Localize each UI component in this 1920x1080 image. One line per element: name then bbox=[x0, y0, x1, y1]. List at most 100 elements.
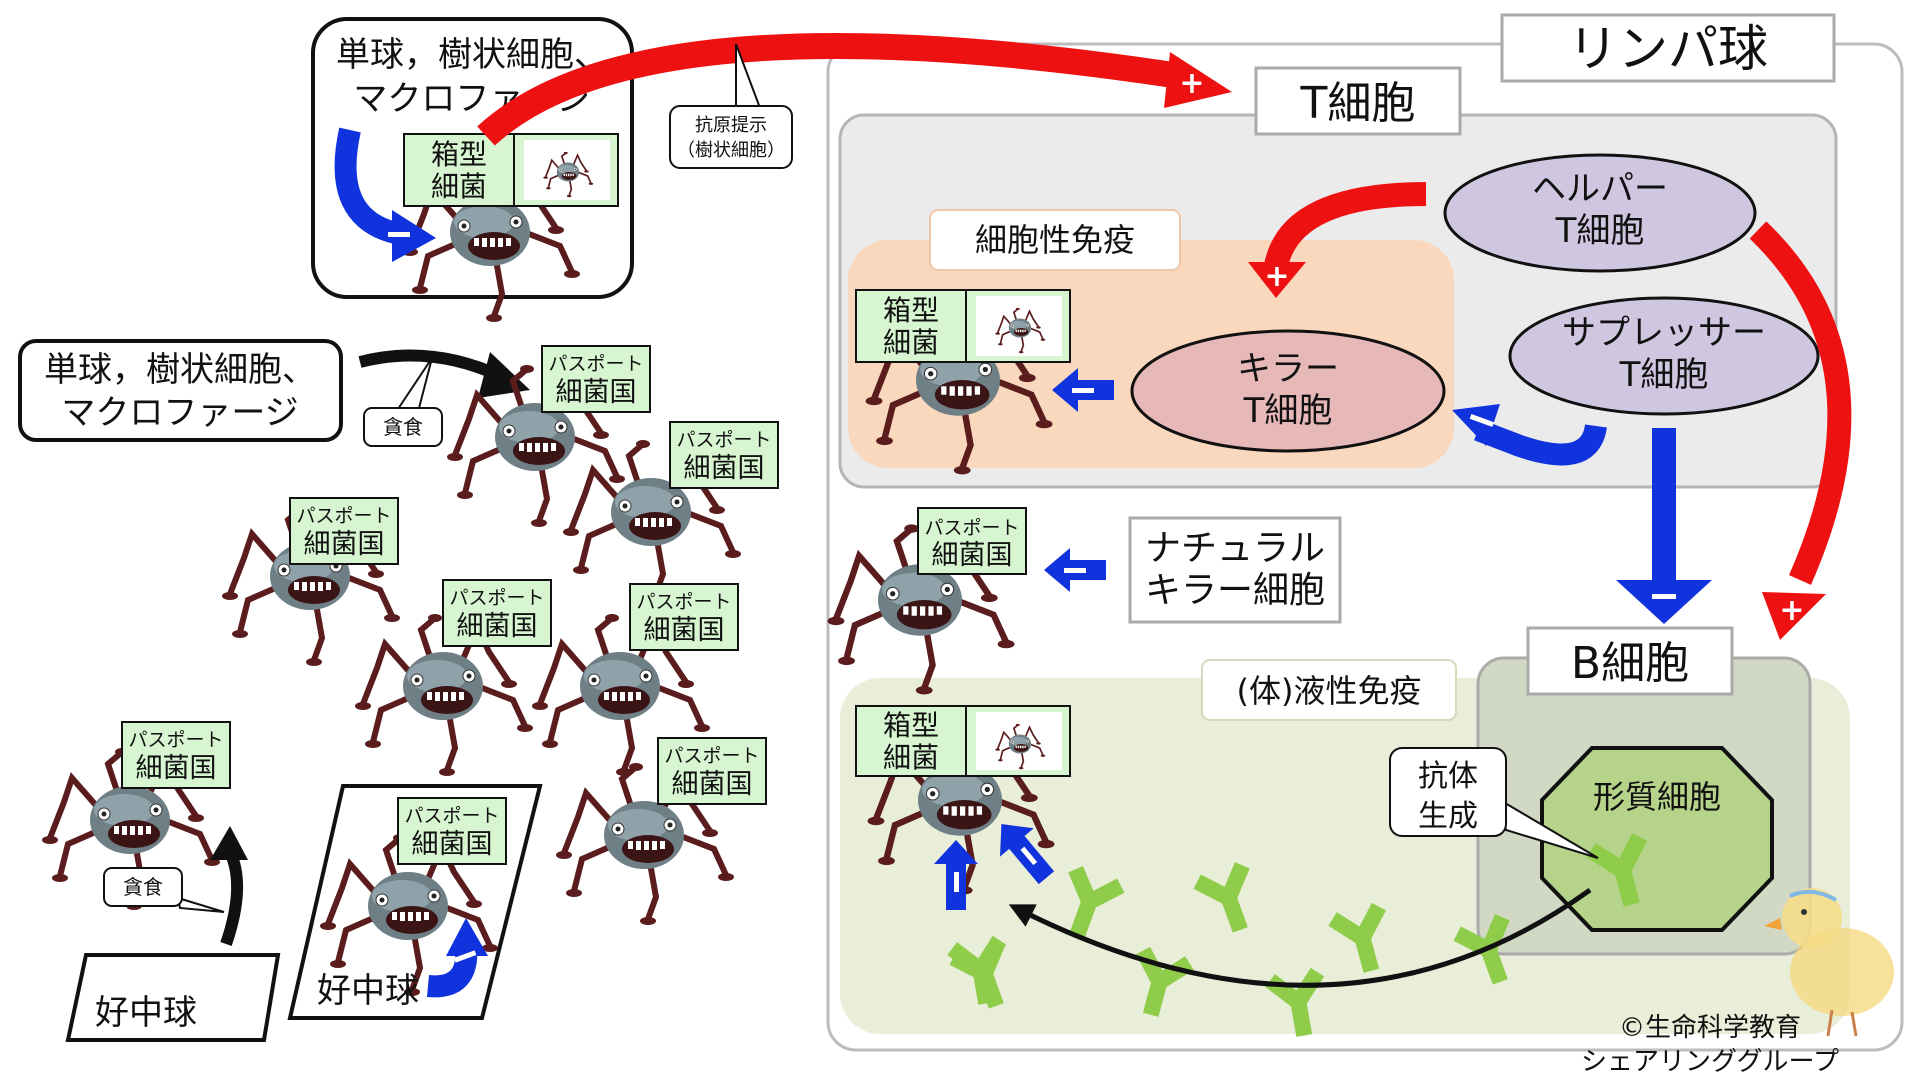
humoral-immunity-label-box bbox=[1201, 659, 1457, 721]
cellular-immunity-label: 細胞性免疫 bbox=[975, 221, 1135, 259]
helper-to-killer-head bbox=[1248, 262, 1306, 298]
neutrophil-phagocytosis-head bbox=[210, 826, 248, 860]
natural-killer-l2: キラー細胞 bbox=[1145, 570, 1325, 611]
copyright-line-2: シェアリンググループ bbox=[1581, 1047, 1839, 1077]
plasma-cell-label: 形質細胞 bbox=[1593, 778, 1721, 816]
svg-text:箱型: 箱型 bbox=[883, 294, 939, 327]
suppressor-to-b-minus bbox=[1652, 594, 1676, 599]
copyright-line-1: ©生命科学教育 bbox=[1619, 1013, 1801, 1043]
humoral-bacteria-label: 箱型 細菌 bbox=[855, 705, 1071, 777]
presentation-callout bbox=[669, 105, 793, 169]
apc-engulf-minus bbox=[388, 232, 410, 237]
passport-labels: パスポート 細菌国 パスポート 細菌国 パスポート 細菌国 パスポート 細菌国 … bbox=[121, 345, 779, 805]
t-cell-label: T細胞 bbox=[1300, 78, 1416, 129]
helper-to-b-head bbox=[1762, 592, 1826, 640]
suppressor-to-killer-arrow bbox=[1474, 419, 1607, 466]
lymphocyte-title-box bbox=[1500, 13, 1836, 83]
apc-to-t-head bbox=[1164, 52, 1232, 108]
lymphocyte-title: リンパ球 bbox=[1568, 20, 1768, 78]
helper-t-label-2: T細胞 bbox=[1555, 211, 1645, 251]
phagocytosis-callout-1 bbox=[363, 407, 443, 447]
suppressor-to-b-arrow bbox=[1652, 428, 1676, 584]
b-cell-label-box bbox=[1526, 626, 1734, 696]
helper-to-killer-arrow bbox=[1264, 182, 1427, 269]
antibody-callout bbox=[1389, 747, 1507, 837]
svg-text:パスポート: パスポート bbox=[296, 505, 391, 527]
suppressor-t-cell bbox=[1508, 296, 1820, 416]
presentation-callout-l2: （樹状細胞） bbox=[677, 140, 785, 161]
natural-killer-box bbox=[1128, 516, 1342, 624]
apc-label-1: 単球，樹状細胞、 bbox=[336, 35, 608, 75]
svg-text:細菌: 細菌 bbox=[883, 741, 939, 774]
t-cell-label-box bbox=[1254, 66, 1462, 136]
svg-text:細菌: 細菌 bbox=[431, 170, 487, 203]
presentation-callout-l1: 抗原提示 bbox=[695, 115, 767, 136]
neutrophil-label-2: 好中球 bbox=[317, 971, 419, 1011]
helper-to-killer-plus: + bbox=[1264, 259, 1289, 294]
helper-to-b-arrow bbox=[1749, 221, 1852, 585]
apc-engulf-head bbox=[392, 210, 436, 262]
neutrophil-box-1 bbox=[65, 953, 281, 1042]
phagocyte-box bbox=[18, 339, 343, 442]
svg-text:細菌国: 細菌国 bbox=[932, 540, 1013, 571]
neutrophil-phagocytosis-arrow bbox=[220, 849, 244, 946]
cellular-immunity-label-box bbox=[929, 209, 1181, 271]
antibody-attack-arrow-1 bbox=[934, 840, 978, 910]
antibody-flow-arrow bbox=[1008, 887, 1592, 988]
svg-text:パスポート: パスポート bbox=[924, 517, 1019, 539]
killer-t-label-1: キラー bbox=[1237, 349, 1339, 389]
svg-text:パスポート: パスポート bbox=[664, 745, 759, 767]
humoral-immunity-label: (体)液性免疫 bbox=[1237, 672, 1422, 710]
neutrophil-engulf-minus bbox=[453, 950, 477, 963]
killer-t-label-2: T細胞 bbox=[1243, 391, 1333, 431]
antibody-attack-arrow-2 bbox=[1000, 824, 1055, 885]
phagocyte-label-1: 単球，樹状細胞、 bbox=[44, 350, 316, 390]
svg-text:パスポート: パスポート bbox=[404, 805, 499, 827]
phagocytosis-callout-pointer bbox=[394, 357, 433, 413]
suppressor-t-label-2: T細胞 bbox=[1619, 355, 1709, 395]
apc-engulf-arrow bbox=[334, 127, 403, 245]
svg-text:細菌国: 細菌国 bbox=[304, 529, 385, 560]
phagocytosis-callout-pointer-2 bbox=[176, 896, 225, 913]
svg-text:細菌国: 細菌国 bbox=[136, 753, 217, 784]
cellular-bacteria-label: 箱型 細菌 bbox=[855, 289, 1071, 363]
svg-text:細菌国: 細菌国 bbox=[644, 615, 725, 646]
helper-t-cell bbox=[1443, 153, 1757, 273]
apc-bacteria-label: 箱型 細菌 bbox=[403, 133, 619, 207]
phagocyte-label-2: マクロファージ bbox=[61, 393, 298, 433]
phagocytosis-callout-2 bbox=[103, 867, 183, 907]
plasma-cell bbox=[1540, 746, 1774, 932]
svg-text:パスポート: パスポート bbox=[449, 587, 544, 609]
antibody-callout-l1: 抗体 bbox=[1418, 759, 1478, 794]
svg-text:箱型: 箱型 bbox=[431, 138, 487, 171]
svg-text:パスポート: パスポート bbox=[548, 353, 643, 375]
svg-text:細菌国: 細菌国 bbox=[684, 453, 765, 484]
suppressor-t-label-1: サプレッサー bbox=[1562, 313, 1766, 353]
svg-text:細菌国: 細菌国 bbox=[412, 829, 493, 860]
svg-text:細菌国: 細菌国 bbox=[672, 769, 753, 800]
suppressor-to-b-head bbox=[1616, 580, 1712, 624]
svg-text:パスポート: パスポート bbox=[676, 429, 771, 451]
chick-mascot bbox=[1764, 888, 1894, 1037]
nk-target-passport: パスポート 細菌国 bbox=[917, 507, 1027, 575]
suppressor-to-killer-minus bbox=[1469, 414, 1494, 427]
neutrophil-label-1: 好中球 bbox=[95, 993, 197, 1033]
helper-to-b-plus: + bbox=[1779, 593, 1804, 628]
phagocytosis-label-1: 貪食 bbox=[383, 415, 423, 439]
antibody-callout-l2: 生成 bbox=[1418, 799, 1478, 834]
killer-t-cell bbox=[1130, 329, 1446, 453]
svg-text:パスポート: パスポート bbox=[636, 591, 731, 613]
b-cell-label: B細胞 bbox=[1571, 638, 1689, 689]
neutrophil-engulf-head bbox=[446, 918, 488, 956]
engulfed-passport: パスポート 細菌国 bbox=[397, 797, 507, 865]
suppressor-to-killer-head bbox=[1452, 404, 1500, 446]
helper-t-label-1: ヘルパー bbox=[1532, 169, 1668, 209]
svg-text:細菌: 細菌 bbox=[883, 326, 939, 359]
svg-text:細菌国: 細菌国 bbox=[457, 611, 538, 642]
natural-killer-l1: ナチュラル bbox=[1145, 528, 1325, 569]
apc-to-t-plus: + bbox=[1179, 66, 1204, 101]
phagocyte-arrow bbox=[358, 349, 503, 382]
phagocytosis-label-2: 貪食 bbox=[123, 875, 163, 899]
svg-text:パスポート: パスポート bbox=[128, 729, 223, 751]
svg-text:細菌国: 細菌国 bbox=[556, 377, 637, 408]
